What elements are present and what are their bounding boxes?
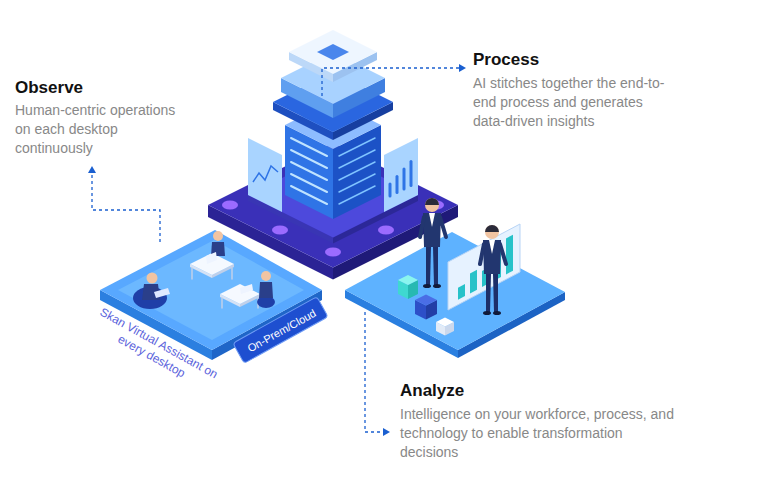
stage-description: Intelligence on your workforce, process,… <box>400 405 679 462</box>
chart-bar <box>458 284 465 300</box>
screen-bar <box>410 162 413 186</box>
server-stripe <box>339 186 375 204</box>
chart-board <box>448 224 520 310</box>
person-hair <box>485 225 499 232</box>
chart-bar <box>506 235 513 275</box>
floating-screen <box>248 138 282 212</box>
glow-dot <box>272 226 288 235</box>
leader-arrowhead <box>383 428 390 436</box>
person-shirt <box>429 213 435 227</box>
person-shoe <box>433 284 441 288</box>
screen-bar <box>403 169 406 189</box>
person-head <box>147 273 158 284</box>
person-hair <box>425 198 439 205</box>
person-leg <box>426 247 431 285</box>
person-head <box>261 271 271 281</box>
desk-top <box>190 253 234 275</box>
screen-bar <box>389 184 392 196</box>
person-arm <box>420 217 424 237</box>
leader-arrowhead <box>459 64 466 72</box>
chip-core <box>317 44 349 60</box>
floating-screen <box>384 138 418 212</box>
data-cube-top <box>436 318 454 327</box>
person-arm <box>440 217 446 237</box>
person-head <box>213 231 223 241</box>
person-shoe <box>493 311 501 315</box>
leader-line <box>322 68 459 96</box>
leader-line <box>92 173 160 242</box>
person-shoe <box>423 284 431 288</box>
glow-dot <box>378 226 394 235</box>
person-leg <box>486 274 491 312</box>
laptop <box>240 284 253 294</box>
glow-dot <box>325 248 341 257</box>
desk-leg <box>221 298 223 308</box>
stage-heading: Analyze <box>400 381 464 401</box>
stage-description: Human-centric operations on each desktop… <box>15 101 187 158</box>
leader-arrowhead <box>88 166 96 173</box>
screen-chart <box>253 166 278 182</box>
person-leg <box>433 247 438 285</box>
screen-bar <box>396 177 399 193</box>
desk-top <box>220 284 260 304</box>
chart-bar <box>470 270 477 294</box>
desktop-platform: Skan Virtual Assistant on every desktopO… <box>80 222 340 407</box>
glow-dot <box>222 201 238 210</box>
desk-leg <box>231 268 233 279</box>
person-shoe <box>483 311 491 315</box>
person-arm <box>480 244 484 264</box>
leader-line <box>365 312 383 432</box>
laptop <box>154 288 170 298</box>
stage-heading: Observe <box>15 78 83 98</box>
desk-leg <box>191 268 193 279</box>
data-cube-top <box>398 275 418 285</box>
person-head <box>485 225 499 239</box>
person-leg <box>493 274 498 312</box>
stage-heading: Process <box>473 50 539 70</box>
data-cube-top <box>415 295 437 306</box>
server-stripe <box>291 186 327 204</box>
stage-description: AI stitches together the end-to-end proc… <box>473 74 673 131</box>
person-head <box>425 198 439 212</box>
person-shirt <box>489 240 495 254</box>
person-body <box>259 282 273 298</box>
monitor <box>206 252 217 264</box>
person-arm <box>500 244 506 264</box>
